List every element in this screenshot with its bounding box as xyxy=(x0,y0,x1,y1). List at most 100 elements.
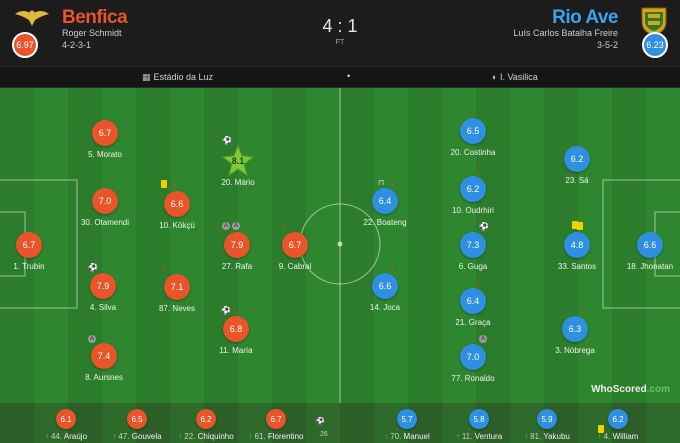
sub-on-arrow-icon: ↑ xyxy=(455,432,460,441)
assist-icon: A xyxy=(479,335,487,343)
player-rating: 6.8 xyxy=(223,316,249,342)
referee-label: I. Vasilica xyxy=(499,72,538,82)
assist-icon: A xyxy=(222,222,230,230)
player-jhonatan[interactable]: 6.6 18. Jhonatan xyxy=(610,232,680,271)
sub-off-arrow-icon: ↓ xyxy=(172,178,177,188)
player-silva[interactable]: 7.9 4. Silva xyxy=(63,273,143,312)
player-name: 87. Neves xyxy=(158,304,196,313)
player-rating: 7.9 xyxy=(90,273,116,299)
player-name: 20. Costinha xyxy=(450,148,496,157)
player-rating: 4.8 xyxy=(564,232,590,258)
sub-number: 61. xyxy=(254,432,266,441)
sub-manuel[interactable]: 5.7 ↑70. Manuel xyxy=(377,409,437,441)
player-santos[interactable]: 4.8 33. Santos xyxy=(537,232,617,271)
player-ronaldo[interactable]: 7.0 77. Ronaldo xyxy=(433,344,513,383)
sub-on-arrow-icon: ↑ xyxy=(597,432,602,441)
player-name: 23. Sá xyxy=(565,176,589,185)
goal-ball-icon: ⚽ xyxy=(88,263,98,272)
away-formation: 3-5-2 xyxy=(596,40,618,50)
sub-name: ↑61. Florentino xyxy=(246,432,306,441)
player-trubin[interactable]: 6.7 1. Trubin xyxy=(0,232,69,271)
player-rating: 7.0 xyxy=(460,344,486,370)
player-rating: 7.0 xyxy=(92,188,118,214)
sub-on-arrow-icon: ↑ xyxy=(44,432,49,441)
player-rafa[interactable]: 7.9 27. Rafa xyxy=(197,232,277,271)
referee: ◐ I. Vasilica xyxy=(492,72,538,82)
player-name: 21. Graça xyxy=(455,318,491,327)
player-morato[interactable]: 6.7 5. Morato xyxy=(65,120,145,159)
sub-rating: 6.5 xyxy=(127,409,147,429)
sub-rating: 5.7 xyxy=(397,409,417,429)
own-goal-icon: ⊓ xyxy=(378,178,385,187)
player-name: 18. Jhonatan xyxy=(626,262,674,271)
match-score: 4 : 1 xyxy=(322,16,358,36)
player-rating: 7.1 xyxy=(164,274,190,300)
player-sa[interactable]: 6.2 23. Sá xyxy=(537,146,617,185)
player-name: 6. Guga xyxy=(458,262,488,271)
sub-gouvela[interactable]: 6.5 ↑47. Gouvela xyxy=(107,409,167,441)
player-name: 77. Ronaldo xyxy=(451,374,495,383)
player-joca[interactable]: 6.6 14. Joca xyxy=(345,273,425,312)
sub-name: ↑22. Chiquinho xyxy=(176,432,236,441)
player-kokcu[interactable]: 6.6 10. Kökçü xyxy=(137,191,217,230)
sub-number: 81. xyxy=(530,432,542,441)
whoscored-watermark: WhoScored.com xyxy=(591,384,670,395)
assist-icon: A xyxy=(88,335,96,343)
sub-florentino[interactable]: 6.7 ↑61. Florentino xyxy=(246,409,306,441)
assist-icon: A xyxy=(232,222,240,230)
sub-chiquinho[interactable]: 6.2 ↑22. Chiquinho xyxy=(176,409,236,441)
player-name: 20. Mário xyxy=(221,178,255,187)
player-name: 10. Oudrhiri xyxy=(452,206,494,215)
sub-number: 22. xyxy=(184,432,196,441)
player-oudrhiri[interactable]: 6.2 10. Oudrhiri xyxy=(433,176,513,215)
info-separator: • xyxy=(347,71,351,81)
player-name: 10. Kökçü xyxy=(159,221,195,230)
player-otamendi[interactable]: 7.0 30. Otamendi xyxy=(65,188,145,227)
player-aursnes[interactable]: 7.4 8. Aursnes xyxy=(64,343,144,382)
sub-rating: 6.1 xyxy=(56,409,76,429)
sub-name: ↑81. Yakubu xyxy=(517,432,577,441)
player-nobrega[interactable]: 6.3 3. Nóbrega xyxy=(535,316,615,355)
sub-rating: 5.8 xyxy=(469,409,489,429)
sub-off-arrow-icon: ↓ xyxy=(281,221,286,231)
sub-ventura[interactable]: 5.8 ↑11. Ventura xyxy=(449,409,509,441)
player-name: 27. Rafa xyxy=(221,262,253,271)
sub-off-arrow-icon: ↓ xyxy=(476,167,481,177)
player-guga[interactable]: 7.3 6. Guga xyxy=(433,232,513,271)
sub-name: ↑4. William xyxy=(588,432,648,441)
player-boateng[interactable]: 6.4 22. Boateng xyxy=(345,188,425,227)
match-info-bar: ▦Estádio da Luz • ◐ I. Vasilica xyxy=(0,66,680,88)
sub-william[interactable]: 6.2 ↑4. William xyxy=(588,409,648,441)
sub-player-name: Araújo xyxy=(63,432,88,441)
player-mario[interactable]: 8.1 20. Mário xyxy=(198,145,278,187)
home-coach: Roger Schmidt xyxy=(62,28,122,38)
eagle-crest-icon xyxy=(15,10,49,26)
sub-araujo[interactable]: 6.1 ↑44. Araújo xyxy=(36,409,96,441)
player-maria[interactable]: 6.8 11. María xyxy=(196,316,276,355)
sub-on-arrow-icon: ↑ xyxy=(178,432,183,441)
sub-player-name: Gouvela xyxy=(131,432,162,441)
home-team-name[interactable]: Benfica xyxy=(62,7,128,28)
sub-rating: 5.9 xyxy=(537,409,557,429)
player-name: 14. Joca xyxy=(369,303,401,312)
player-rating: 6.6 xyxy=(637,232,663,258)
sub-name: ↑11. Ventura xyxy=(449,432,509,441)
away-team-name[interactable]: Rio Ave xyxy=(552,7,618,28)
venue: ▦Estádio da Luz xyxy=(142,72,213,83)
player-graca[interactable]: 6.4 21. Graça xyxy=(433,288,513,327)
home-formation: 4-2-3-1 xyxy=(62,40,92,50)
player-rating: 7.9 xyxy=(224,232,250,258)
player-cabral[interactable]: 6.7 9. Cabral xyxy=(255,232,335,271)
sub-number: 11. xyxy=(461,432,473,441)
player-neves[interactable]: 7.1 87. Neves xyxy=(137,274,217,313)
sub-player-name: Chiquinho xyxy=(197,432,234,441)
sub-rating: 6.2 xyxy=(608,409,628,429)
sub-off-arrow-icon: ↓ xyxy=(233,305,238,315)
watermark-brand: WhoScored xyxy=(591,384,647,395)
sub-yakubu[interactable]: 5.9 ↑81. Yakubu xyxy=(517,409,577,441)
player-costinha[interactable]: 6.5 20. Costinha xyxy=(433,118,513,157)
goal-ball-icon: ⚽ xyxy=(316,418,325,425)
sub-off-arrow-icon: ↓ xyxy=(390,262,395,272)
player-name: 22. Boateng xyxy=(363,218,407,227)
